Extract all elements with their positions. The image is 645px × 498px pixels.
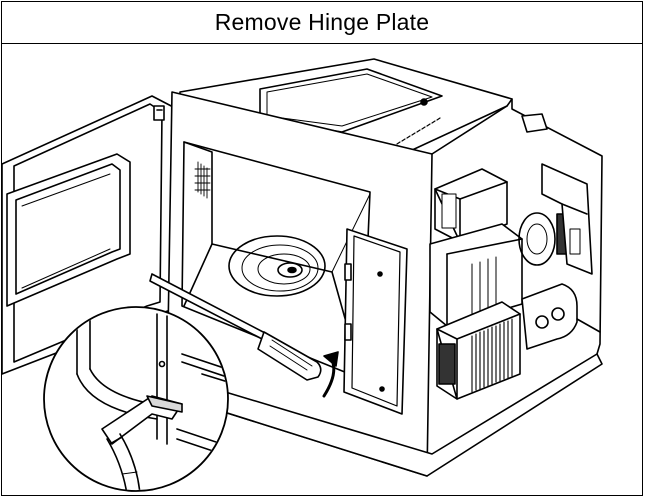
illustration-svg xyxy=(2,58,603,492)
magnifier-circle-icon xyxy=(43,306,229,492)
curved-arrow-icon xyxy=(322,351,339,398)
fan-motor xyxy=(518,212,570,266)
microwave-illustration xyxy=(2,44,642,495)
internal-components xyxy=(429,98,603,400)
transformer xyxy=(436,301,521,400)
cabinet-body xyxy=(166,58,603,477)
screwdriver-icon xyxy=(149,273,322,381)
cavity-vent xyxy=(194,161,211,199)
capacitor xyxy=(521,283,601,350)
page-title: Remove Hinge Plate xyxy=(214,9,430,35)
door-panel xyxy=(2,95,178,375)
title-bar: Remove Hinge Plate xyxy=(2,2,642,44)
turntable xyxy=(228,235,326,297)
